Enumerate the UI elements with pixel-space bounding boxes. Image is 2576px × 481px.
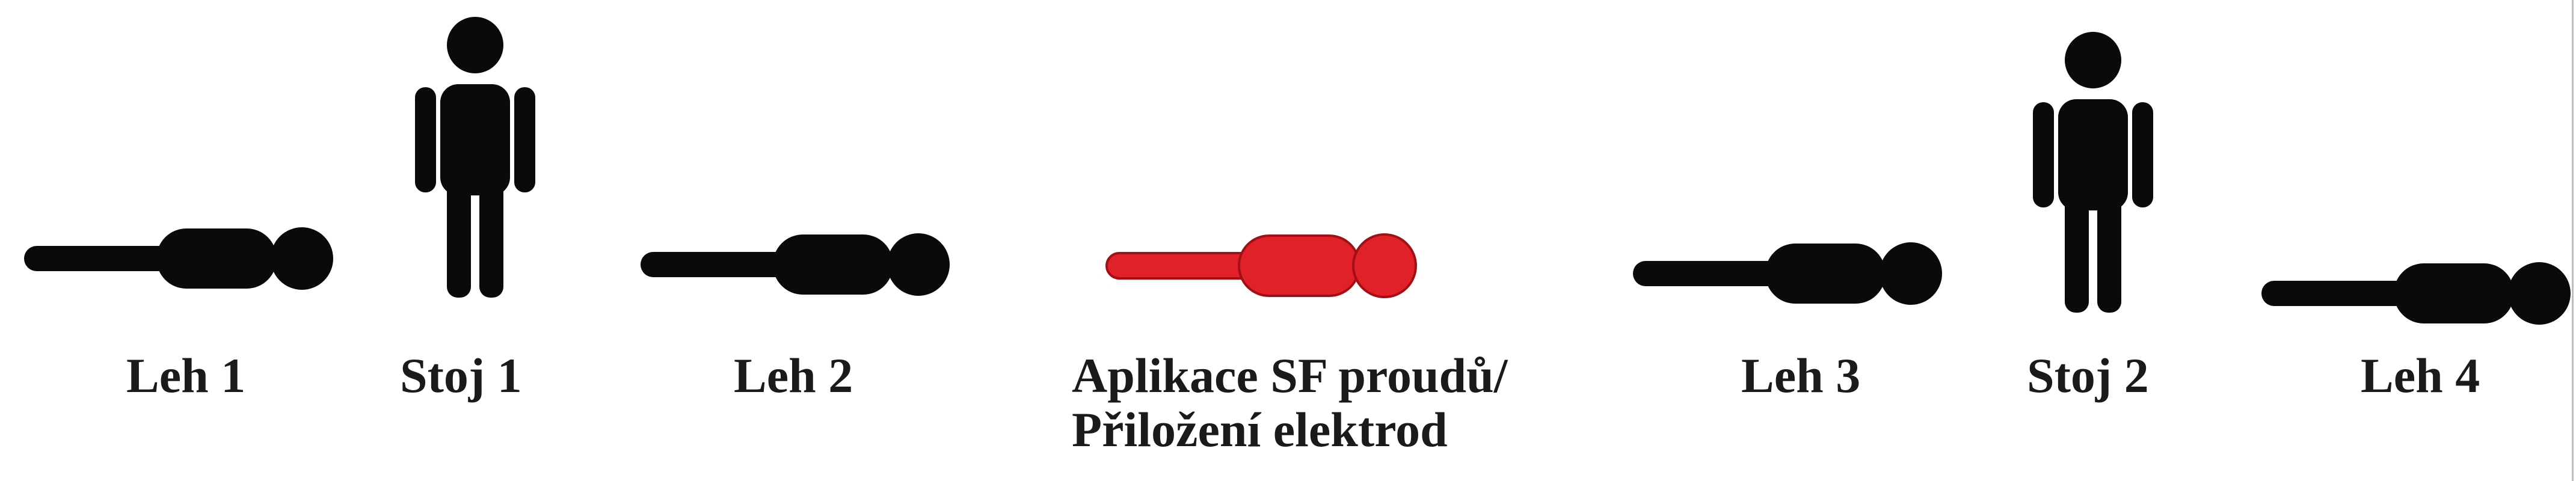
step-label: Stoj 2 xyxy=(2027,348,2149,403)
frame-edge xyxy=(2572,0,2574,481)
step-label-line: Přiložení elektrod xyxy=(1072,402,1448,458)
lying-figure-highlighted-icon xyxy=(1105,233,1417,298)
step-label: Stoj 1 xyxy=(400,348,522,403)
step-label: Leh 1 xyxy=(126,348,246,403)
step-label: Leh 2 xyxy=(734,348,853,403)
step-label-highlighted: Aplikace SF proudů/ Přiložení elektrod xyxy=(1072,348,1508,458)
lying-figure-icon xyxy=(1633,242,1942,305)
lying-figure-icon xyxy=(24,227,333,290)
standing-figure-icon xyxy=(2033,32,2153,313)
lying-figure-icon xyxy=(641,233,950,296)
step-label: Leh 4 xyxy=(2361,348,2480,403)
standing-figure-icon xyxy=(415,17,535,298)
lying-figure-icon xyxy=(2261,262,2571,325)
step-label-line: Aplikace SF proudů/ xyxy=(1072,348,1508,403)
step-label: Leh 3 xyxy=(1741,348,1861,403)
